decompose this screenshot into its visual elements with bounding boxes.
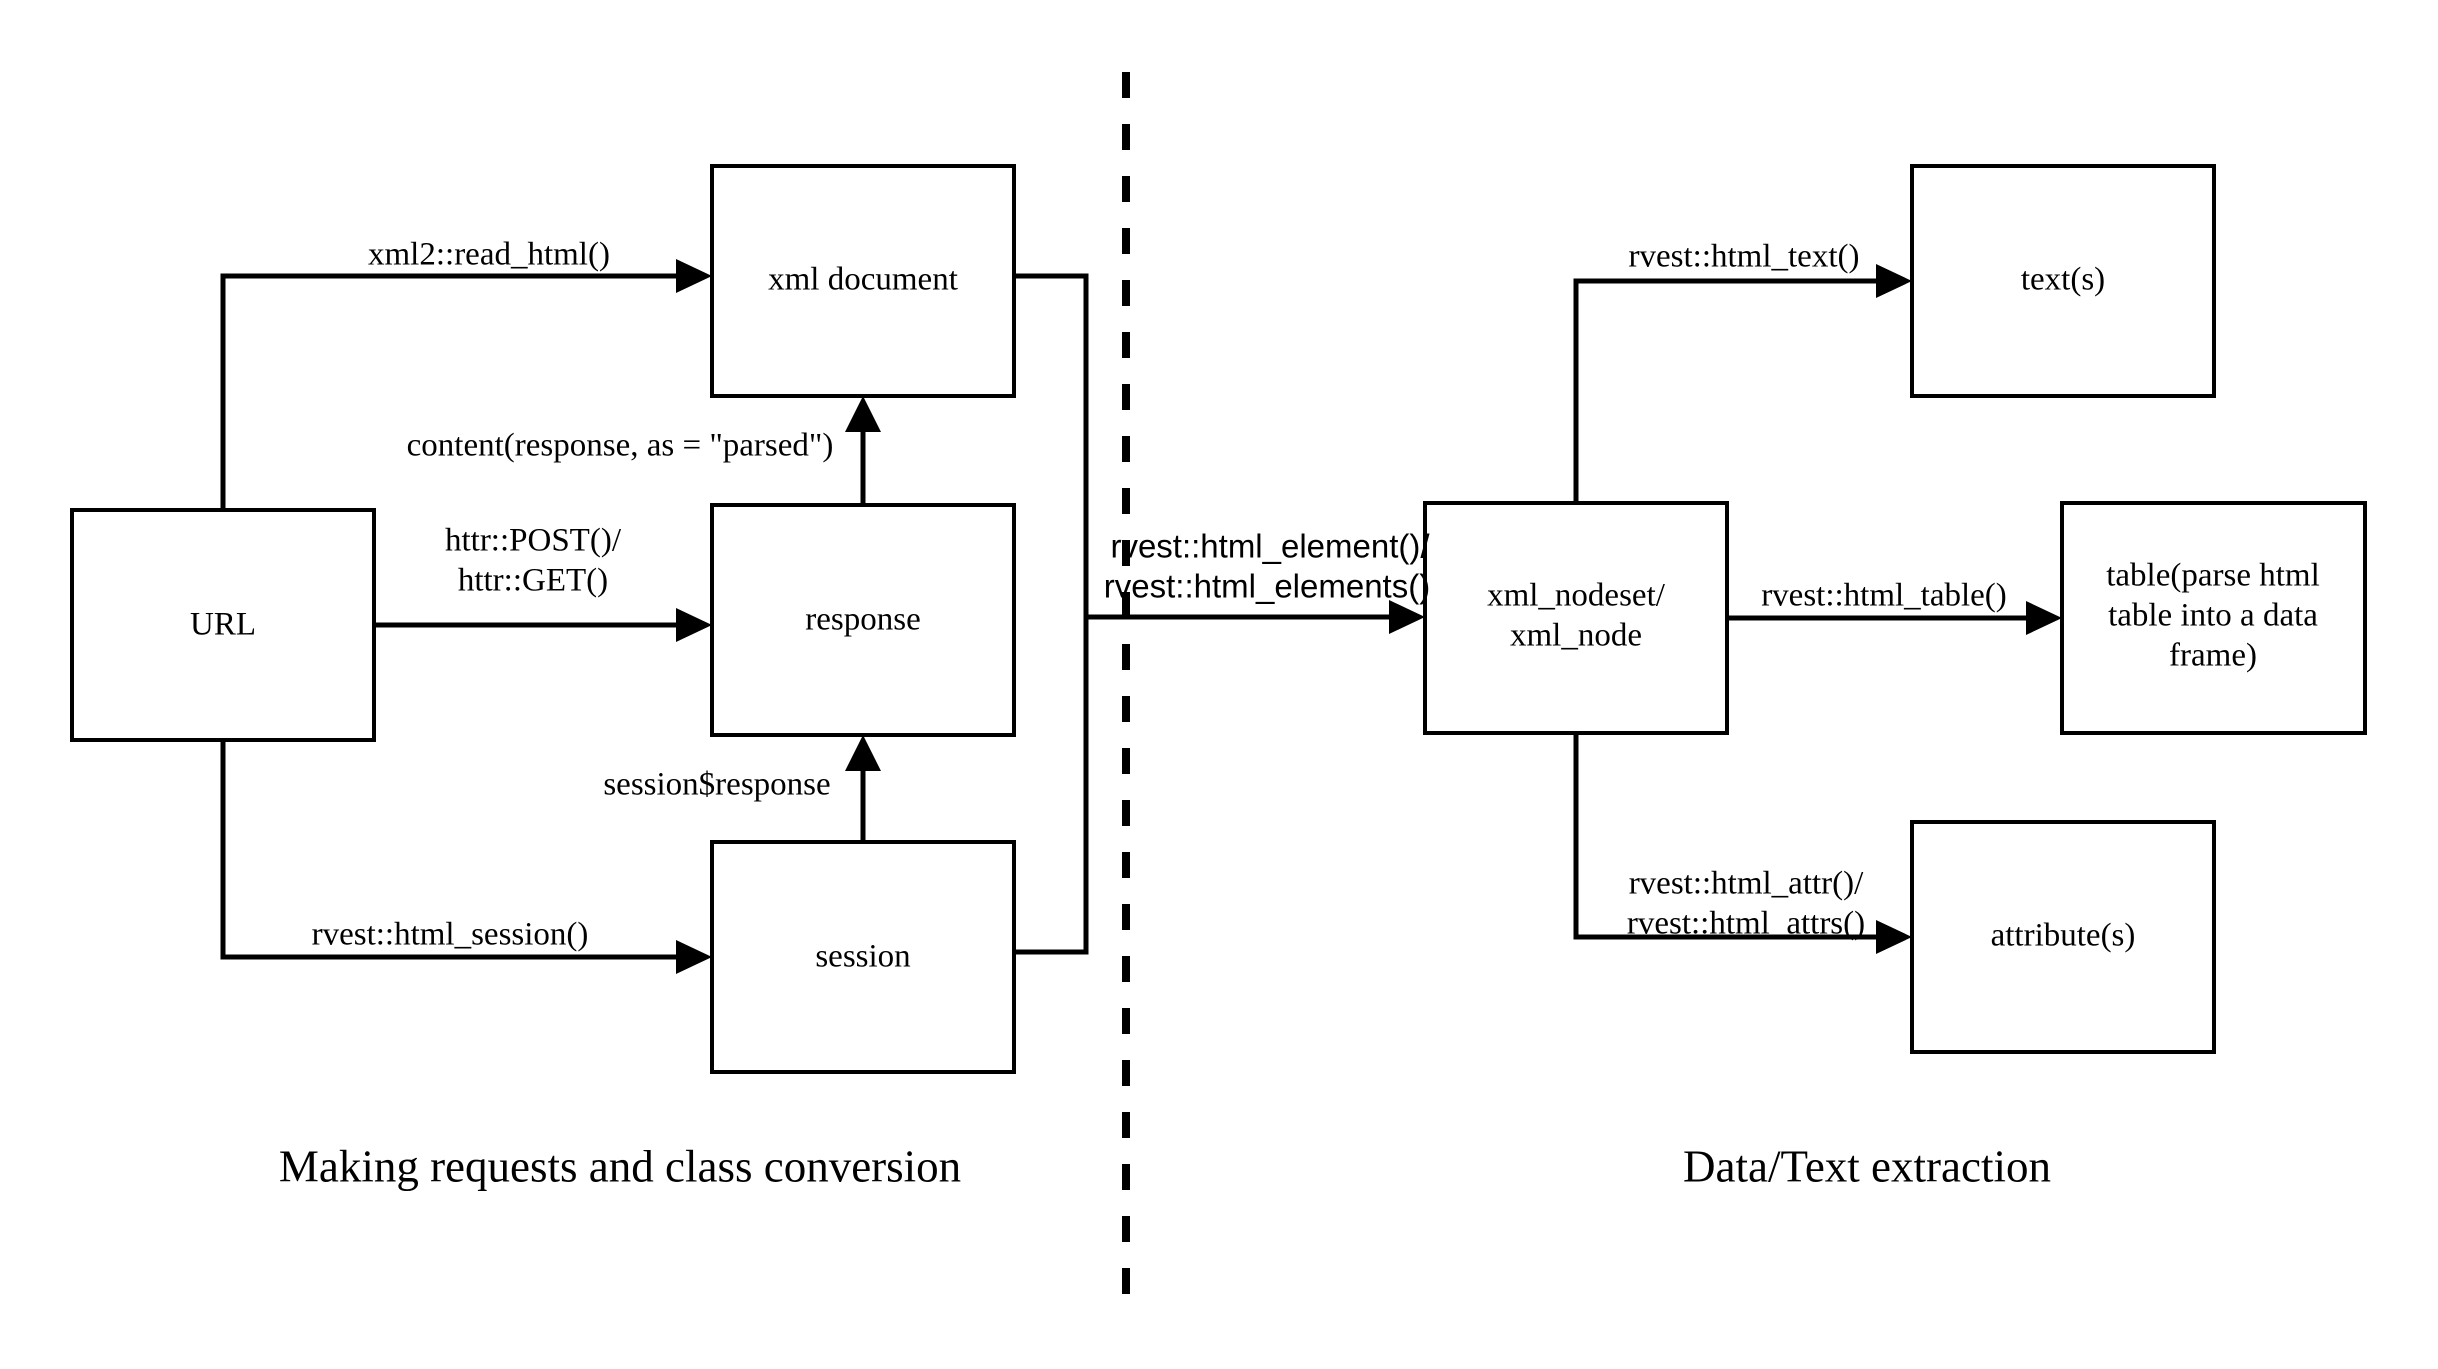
arrow-head-url-to-response xyxy=(676,608,712,642)
node-xml-nodeset-label-line2: xml_node xyxy=(1510,618,1642,654)
edge-label-html-table: rvest::html_table() xyxy=(1761,578,2007,614)
node-texts-label: text(s) xyxy=(2021,262,2105,298)
node-response-label: response xyxy=(805,602,920,638)
edge-label-html-attrs: rvest::html_attrs() xyxy=(1627,906,1865,942)
edge-label-html-text: rvest::html_text() xyxy=(1629,239,1860,275)
edge-label-html-element: rvest::html_element()/ xyxy=(1110,528,1430,565)
edge-label-httr-get: httr::GET() xyxy=(458,563,608,599)
node-attributes-label: attribute(s) xyxy=(1991,918,2136,954)
edge-url-to-session xyxy=(220,740,690,960)
node-session-box xyxy=(710,840,1016,1074)
edge-label-html-elements: rvest::html_elements() xyxy=(1104,568,1430,605)
edge-nodeset-to-attributes xyxy=(1573,733,1890,940)
node-table-label-line1: table(parse html xyxy=(2106,558,2320,594)
caption-left-section: Making requests and class conversion xyxy=(279,1141,961,1191)
edge-nodeset-to-texts xyxy=(1573,278,1890,503)
node-xml-nodeset-label-line1: xml_nodeset/ xyxy=(1487,578,1666,614)
node-table-label-line2: table into a data xyxy=(2108,598,2318,634)
edge-label-html-attr: rvest::html_attr()/ xyxy=(1629,866,1864,902)
arrow-head-session-to-response xyxy=(845,735,881,771)
edge-url-to-xml-document xyxy=(220,273,690,510)
arrow-head-nodeset-to-texts xyxy=(1876,264,1912,298)
arrow-head-url-to-xml-document xyxy=(676,259,712,293)
edge-label-content-parsed: content(response, as = "parsed") xyxy=(407,428,834,464)
node-xml-document-label: xml document xyxy=(768,262,958,298)
node-url-label: URL xyxy=(190,607,256,643)
edge-bus-vertical xyxy=(1014,273,1089,955)
arrow-head-nodeset-to-table xyxy=(2026,601,2062,635)
edge-label-read-html: xml2::read_html() xyxy=(368,237,610,273)
arrow-head-url-to-session xyxy=(676,940,712,974)
edge-label-html-session: rvest::html_session() xyxy=(312,917,589,953)
node-table-label-line3: frame) xyxy=(2169,638,2257,674)
node-table-box xyxy=(2060,501,2367,735)
edge-label-session-response: session$response xyxy=(603,767,830,803)
arrow-head-response-to-xml-document xyxy=(845,396,881,432)
node-url-box xyxy=(70,508,376,742)
caption-right-section: Data/Text extraction xyxy=(1683,1141,2051,1191)
arrow-head-nodeset-to-attributes xyxy=(1876,920,1912,954)
edge-label-httr-post: httr::POST()/ xyxy=(445,523,622,559)
node-xml-document-box xyxy=(710,164,1016,398)
node-session-label: session xyxy=(815,939,910,975)
arrow-head-bus-to-xml-nodeset xyxy=(1389,600,1425,634)
